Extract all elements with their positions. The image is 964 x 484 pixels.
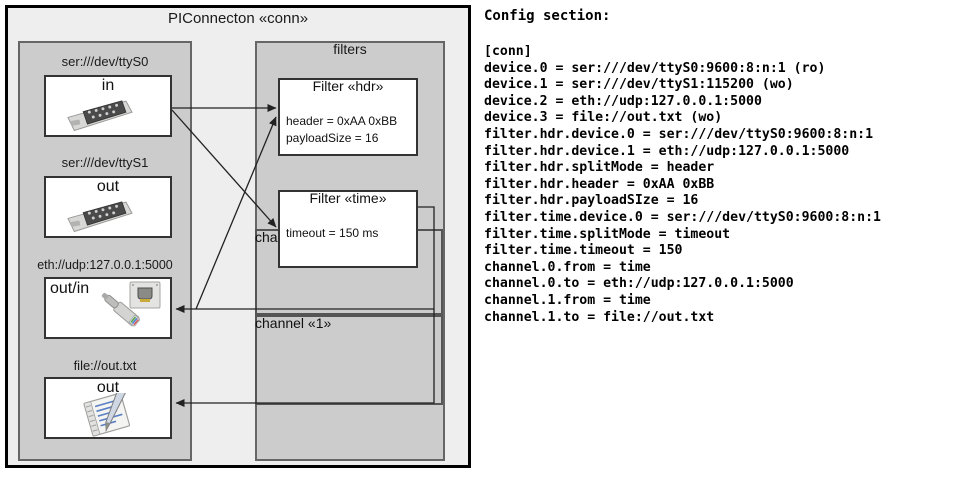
filter-title-time-overlay: Filter «time» xyxy=(309,190,387,206)
device-label-3: file://out.txt xyxy=(73,358,137,373)
config-line-5: filter.hdr.device.0 = ser:///dev/ttyS0:9… xyxy=(484,126,874,142)
filter-title-hdr: Filter «hdr» xyxy=(312,78,384,94)
device-label-0: ser:///dev/ttyS0 xyxy=(61,54,149,69)
config-line-7: filter.hdr.splitMode = header xyxy=(484,160,715,176)
serial-port-icon xyxy=(67,201,133,233)
config-line-14: channel.0.to = eth://udp:127.0.0.1:5000 xyxy=(484,276,794,292)
device-io-0: in xyxy=(101,77,115,94)
config-line-2: device.1 = ser:///dev/ttyS1:115200 (wo) xyxy=(484,77,794,93)
config-line-11: filter.time.splitMode = timeout xyxy=(484,226,731,242)
text-file-icon xyxy=(83,393,131,437)
device-io-1: out xyxy=(96,178,120,195)
device-label-2: eth://udp:127.0.0.1:5000 xyxy=(37,258,173,272)
filter-prop-time-overlay: timeout = 150 ms xyxy=(286,226,379,240)
diagram-title: PIConnecton «conn» xyxy=(167,10,309,27)
config-line-12: filter.time.timeout = 150 xyxy=(484,243,683,259)
ethernet-jack-icon xyxy=(101,281,161,327)
config-line-10: filter.time.device.0 = ser:///dev/ttyS0:… xyxy=(484,209,881,225)
config-line-0: [conn] xyxy=(484,44,532,59)
channel-label-1: channel «1» xyxy=(255,315,332,331)
filters-panel-title: filters xyxy=(333,41,367,57)
config-line-9: filter.hdr.payloadSIze = 16 xyxy=(484,193,699,209)
config-line-13: channel.0.from = time xyxy=(484,259,651,275)
config-line-1: device.0 = ser:///dev/ttyS0:9600:8:n:1 (… xyxy=(484,60,826,76)
serial-port-icon xyxy=(67,100,133,132)
device-io-2: out/in xyxy=(50,280,90,297)
device-label-1: ser:///dev/ttyS1 xyxy=(61,155,149,170)
config-line-16: channel.1.to = file://out.txt xyxy=(484,309,715,325)
filter-box-hdr[interactable] xyxy=(278,78,418,156)
filter-prop-hdr-0: header = 0xAA 0xBB xyxy=(286,114,398,128)
config-body: [conn]device.0 = ser:///dev/ttyS0:9600:8… xyxy=(484,44,962,326)
config-line-6: filter.hdr.device.1 = eth://udp:127.0.0.… xyxy=(484,143,850,159)
config-line-8: filter.hdr.header = 0xAA 0xBB xyxy=(484,176,715,192)
device-io-3: out xyxy=(96,379,120,396)
config-line-4: device.3 = file://out.txt (wo) xyxy=(484,110,723,126)
config-heading: Config section: xyxy=(484,8,611,24)
config-line-15: channel.1.from = time xyxy=(484,292,651,308)
filter-prop-hdr-1: payloadSize = 16 xyxy=(286,131,379,145)
config-line-3: device.2 = eth://udp:127.0.0.1:5000 xyxy=(484,93,762,109)
